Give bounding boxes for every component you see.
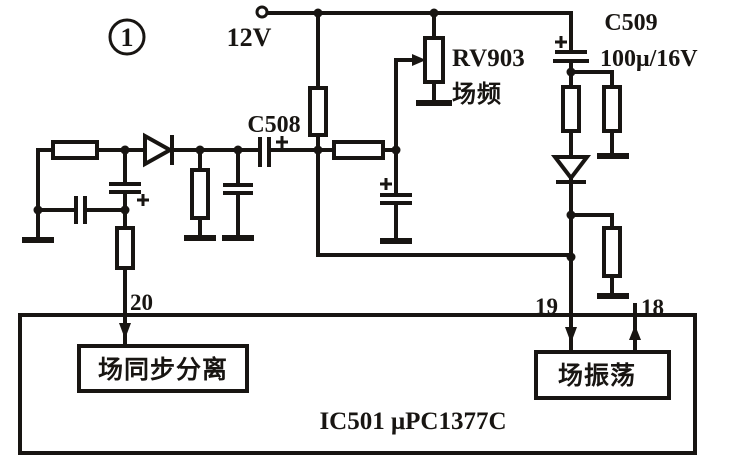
label-pin20: 20 — [130, 290, 153, 315]
potentiometer-rv903 — [412, 36, 445, 84]
junction-dot — [566, 67, 576, 77]
junction-dot — [33, 205, 43, 215]
junction-dot — [120, 205, 130, 215]
junction-dot — [429, 8, 439, 18]
capacitor-c1 — [74, 196, 87, 224]
resistor-r2-body — [190, 168, 210, 220]
junction-dot — [391, 145, 401, 155]
c1-plates — [74, 196, 87, 224]
figure-number-circle — [108, 18, 146, 56]
pin20-arrow-down-icon — [119, 323, 131, 339]
ic-outline-box — [18, 313, 697, 455]
label-pin18: 18 — [641, 295, 664, 320]
junction-dots — [33, 8, 576, 262]
label-pin19: 19 — [535, 294, 558, 319]
rv903-body — [423, 36, 445, 84]
wiper-arrow-icon — [412, 54, 426, 66]
capacitor-c509 — [553, 36, 589, 63]
capacitor-c4 — [380, 178, 412, 205]
resistor-r7-body — [602, 85, 622, 133]
pin19-arrow-down-icon — [565, 327, 577, 343]
supply-rail-wire — [267, 11, 573, 52]
diode-d1-triangle — [143, 132, 175, 168]
resistor-r8-body — [602, 226, 622, 278]
junction-dot — [566, 252, 576, 262]
label-ic-name: IC501 μPC1377C — [319, 408, 506, 435]
left-corner-wire — [36, 148, 53, 238]
block-field-oscillator-box — [534, 350, 671, 400]
junction-dot — [120, 145, 130, 155]
junction-dot — [566, 210, 576, 220]
c508-plus-icon — [276, 136, 288, 148]
c2-plates — [109, 182, 141, 194]
c3-plates — [223, 183, 253, 195]
capacitor-c508 — [258, 136, 288, 167]
feedback-wire — [316, 152, 570, 257]
resistor-r3-body — [115, 226, 135, 270]
junction-dot — [313, 145, 323, 155]
capacitor-c3 — [223, 183, 253, 195]
r7-top-wire — [571, 70, 614, 87]
label-12v: 12V — [227, 23, 272, 52]
c509-plates — [553, 50, 589, 63]
supply-terminal-icon — [255, 5, 269, 19]
resistor-feed-body — [308, 86, 328, 137]
label-rv903-function: 场频 — [452, 81, 502, 108]
pin18-arrow-up-icon — [629, 325, 641, 340]
c2-plus-icon — [137, 194, 149, 206]
resistor-r5-body — [332, 140, 385, 160]
label-block-osc: 场振荡 — [558, 362, 636, 390]
c508-plates — [258, 137, 271, 167]
resistor-r6-body — [561, 85, 581, 133]
ground-symbols — [22, 100, 629, 299]
pin-arrows — [119, 323, 641, 343]
resistor-r1-body — [51, 140, 99, 160]
c4-plates — [380, 193, 412, 205]
block-sync-separation-box — [77, 344, 249, 393]
label-c509-value: 100μ/16V — [600, 46, 698, 72]
capacitor-c2 — [109, 182, 149, 206]
label-block-sync: 场同步分离 — [98, 355, 228, 384]
r8-top-wire — [571, 213, 614, 228]
junction-dot — [195, 145, 205, 155]
wiper-wire — [394, 58, 414, 151]
figure-number-text: 1 — [121, 23, 134, 52]
label-rv903: RV903 — [452, 45, 525, 72]
label-c509: C509 — [604, 10, 657, 36]
junction-dot — [313, 8, 323, 18]
label-c508: C508 — [247, 112, 300, 138]
diode-d1 — [143, 132, 175, 168]
diode-d2 — [550, 155, 592, 184]
resistors — [51, 85, 622, 278]
diode-d2-triangle — [550, 155, 592, 182]
junction-dot — [233, 145, 243, 155]
figure-number-badge: 1 — [108, 18, 146, 56]
c4-plus-icon — [380, 178, 392, 190]
c509-plus-icon — [555, 36, 567, 48]
